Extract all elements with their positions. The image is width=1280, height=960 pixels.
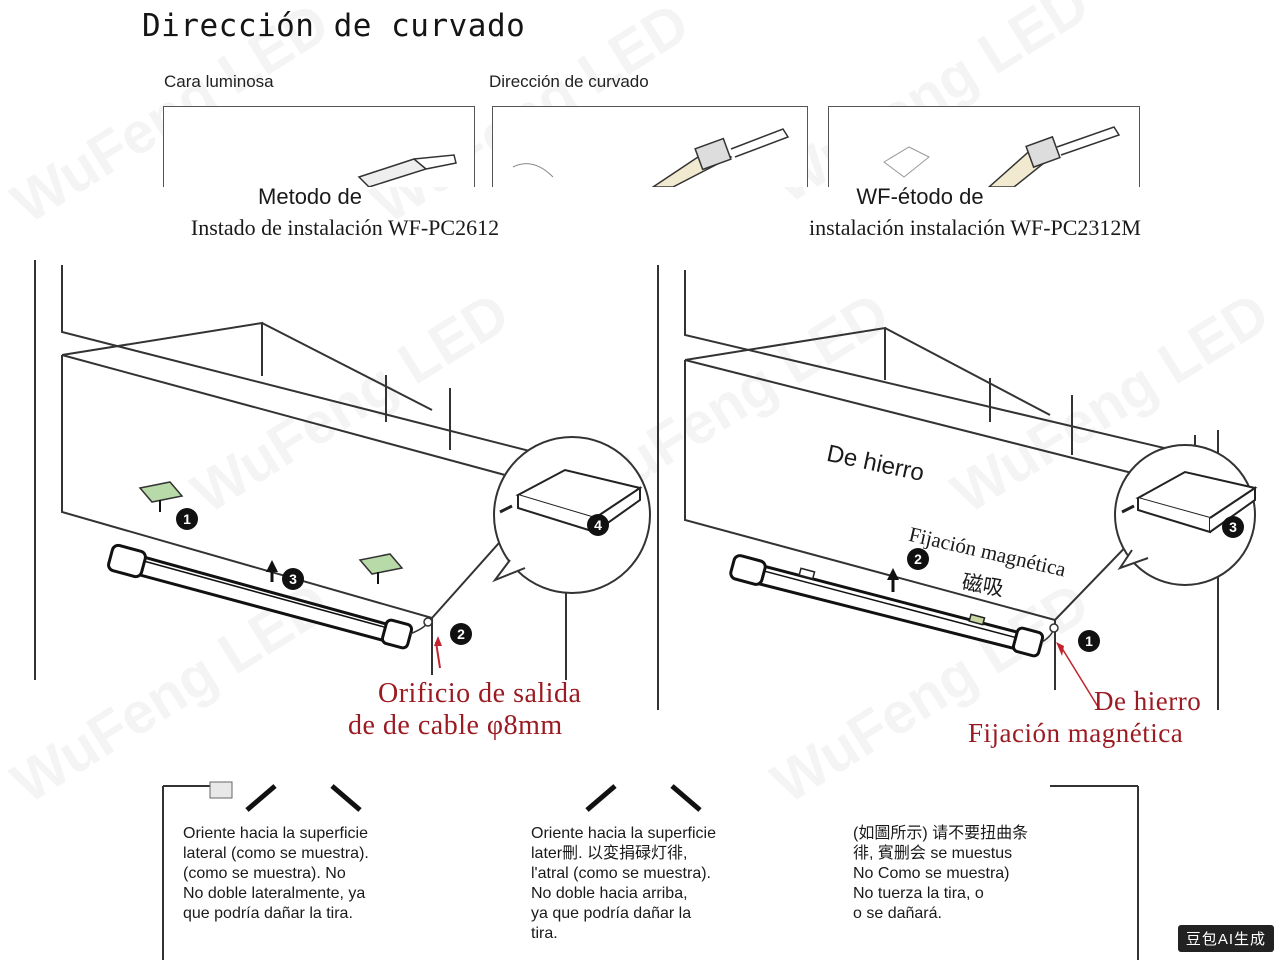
right-heading-line2: instalación instalación WF-PC2312M bbox=[808, 215, 1141, 240]
right-heading-line1: WF-étodo de bbox=[856, 184, 984, 209]
led-tube bbox=[107, 543, 433, 650]
label-luminous-face: Cara luminosa bbox=[164, 72, 274, 91]
left-heading-line1: Metodo de bbox=[258, 184, 362, 209]
red-leader-line bbox=[1059, 644, 1101, 710]
ai-generated-badge: 豆包AI生成 bbox=[1177, 925, 1274, 952]
installation-diagram-right bbox=[657, 265, 1258, 710]
step-badge: 2 bbox=[907, 548, 929, 570]
cross-marks bbox=[245, 784, 702, 812]
bend-panel-3 bbox=[828, 106, 1140, 188]
iron-caption-line1: De hierro bbox=[1094, 686, 1202, 716]
installation-diagram-left bbox=[34, 260, 651, 680]
note-side-bend: Oriente hacia la superficie lateral (com… bbox=[183, 825, 369, 922]
red-leader-line bbox=[435, 641, 441, 669]
strip-illustration bbox=[357, 154, 457, 188]
note-twist: (如圖所示) 请不要扭曲条 徘, 賓删会 se muestus No Como … bbox=[853, 825, 1029, 922]
arrow-up-icon bbox=[266, 560, 278, 572]
mounting-clip-icon bbox=[138, 481, 404, 575]
step-badge: 4 bbox=[587, 514, 609, 536]
driver-zoom-bubble bbox=[492, 436, 651, 594]
step-badge: 3 bbox=[282, 568, 304, 590]
step-badge: 3 bbox=[1222, 516, 1244, 538]
left-heading-line2: Instado de instalación WF-PC2612 bbox=[190, 215, 500, 240]
step-badge: 1 bbox=[1078, 630, 1100, 652]
cable-hole-caption-line2: de de cable φ8mm bbox=[348, 710, 563, 741]
driver-zoom-bubble bbox=[1114, 444, 1258, 586]
strip-illustration bbox=[883, 126, 1121, 188]
label-bending-direction: Dirección de curvado bbox=[489, 72, 649, 91]
notes-panel bbox=[162, 781, 1139, 960]
page-title: Dirección de curvado bbox=[142, 8, 526, 44]
cable-hole-caption-line1: Orificio de salida bbox=[378, 678, 582, 709]
iron-caption-line2: Fijación magnética bbox=[968, 718, 1184, 748]
arrow-up-icon bbox=[887, 568, 899, 580]
step-badge: 2 bbox=[450, 623, 472, 645]
led-tube bbox=[729, 554, 1059, 658]
step-badge: 1 bbox=[176, 508, 198, 530]
strip-illustration bbox=[512, 128, 790, 188]
bend-panel-2 bbox=[492, 106, 808, 188]
note-up-bend: Oriente hacia la superficie later刪. 以変捐碌… bbox=[531, 825, 716, 942]
bend-panel-1 bbox=[163, 106, 475, 188]
